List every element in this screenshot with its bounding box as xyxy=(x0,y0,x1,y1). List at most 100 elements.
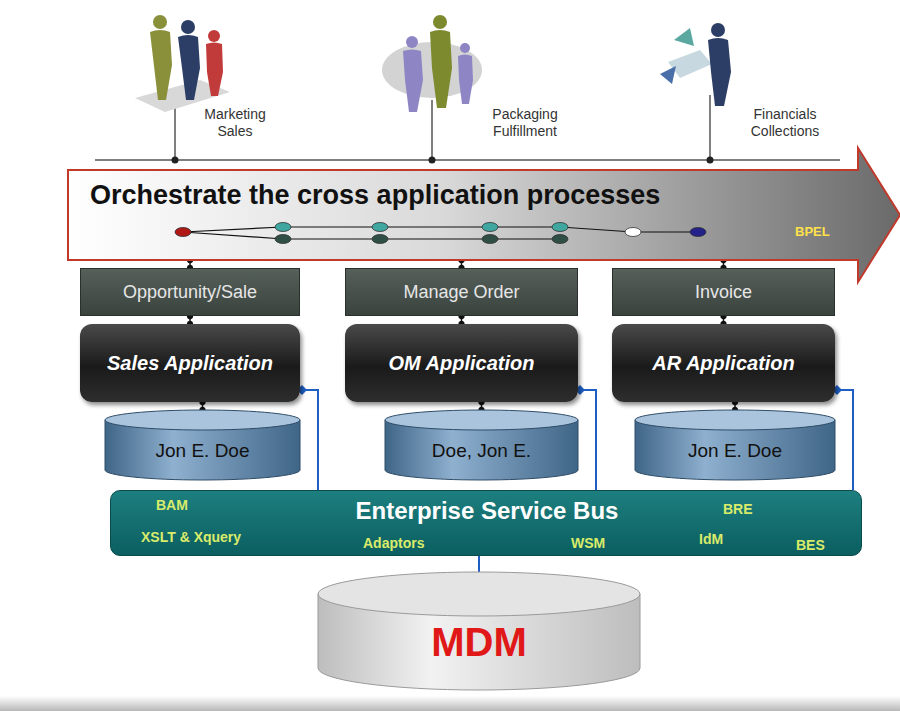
node-label: Manage Order xyxy=(403,282,519,303)
flow-step xyxy=(625,228,641,237)
junction-dot xyxy=(707,157,714,164)
node-label: Doe, Jon E. xyxy=(432,440,531,462)
node-label: AR Application xyxy=(652,352,795,375)
cylinder-top xyxy=(105,410,300,430)
flow-step xyxy=(372,235,388,244)
flow-line xyxy=(560,227,633,232)
flow-step xyxy=(482,235,498,244)
node-label: Opportunity/Sale xyxy=(123,282,257,303)
bottom-shadow xyxy=(0,696,900,711)
flow-line xyxy=(183,227,283,232)
people-icon xyxy=(382,15,482,112)
bus-service-tag: Adaptors xyxy=(363,535,424,551)
flow-step xyxy=(552,223,568,232)
node-label: Jon E. Doe xyxy=(156,440,250,462)
engine-tag: BPEL xyxy=(795,224,830,239)
person-head xyxy=(711,23,725,37)
connector-line xyxy=(189,316,191,324)
connector-line xyxy=(481,402,483,410)
flow-line xyxy=(380,238,490,239)
person-body xyxy=(178,35,200,100)
chart-piece xyxy=(674,28,694,46)
service-link xyxy=(837,390,853,490)
stakeholder-label: Marketing Sales xyxy=(190,106,280,140)
flow-step xyxy=(552,235,568,244)
node-label: MDM xyxy=(431,620,527,665)
database-cylinder: Jon E. Doe xyxy=(635,410,835,480)
application-box: Sales Application xyxy=(80,324,300,402)
node-label: Jon E. Doe xyxy=(688,440,782,462)
flow-line xyxy=(380,226,490,227)
process-box: Opportunity/Sale xyxy=(80,268,300,316)
person-body xyxy=(150,30,172,100)
connector-line xyxy=(461,316,463,324)
database-cylinder: Jon E. Doe xyxy=(105,410,300,480)
bus-service-tag: BES xyxy=(796,537,825,553)
bus-service-tag: IdM xyxy=(699,531,723,547)
band-title: Orchestrate the cross application proces… xyxy=(90,180,660,211)
chart-board xyxy=(668,50,712,78)
person-body xyxy=(458,55,473,105)
service-bus: Enterprise Service BusBAMXSLT & XqueryAd… xyxy=(110,490,862,556)
flow-line xyxy=(183,232,283,239)
person-head xyxy=(208,30,220,42)
application-box: AR Application xyxy=(612,324,835,402)
connector-line xyxy=(734,402,736,410)
process-box: Manage Order xyxy=(345,268,578,316)
stakeholder-label: Financials Collections xyxy=(725,106,845,140)
cylinder-top xyxy=(635,410,835,430)
stakeholder-line xyxy=(95,159,840,161)
flow-line xyxy=(490,226,560,227)
flow-line xyxy=(283,226,380,227)
person-body xyxy=(403,50,423,113)
person-body xyxy=(430,30,452,108)
node-label: Sales Application xyxy=(107,352,273,375)
flow-line xyxy=(633,231,698,232)
flow-line xyxy=(490,238,560,239)
junction-dot xyxy=(172,157,179,164)
cylinder-top xyxy=(385,410,578,430)
flow-step xyxy=(275,235,291,244)
person-head xyxy=(406,36,418,48)
leader-line xyxy=(431,100,433,160)
leader-line xyxy=(709,95,711,160)
person-head xyxy=(460,43,470,53)
bus-service-tag: BRE xyxy=(723,501,753,517)
flow-step xyxy=(482,223,498,232)
person-head xyxy=(181,20,195,34)
connector-line xyxy=(723,316,725,324)
flow-step xyxy=(690,228,706,237)
service-link xyxy=(580,390,596,490)
bus-service-tag: WSM xyxy=(571,535,605,551)
stakeholder-label: Packaging Fulfillment xyxy=(470,106,580,140)
bus-service-tag: XSLT & Xquery xyxy=(141,529,241,545)
connector-line xyxy=(202,402,204,410)
chart-piece xyxy=(660,66,676,84)
flow-line xyxy=(283,238,380,239)
application-box: OM Application xyxy=(345,324,578,402)
person-body xyxy=(206,43,223,97)
flow-step xyxy=(175,228,191,237)
node-label: Invoice xyxy=(695,282,752,303)
mdm-cylinder: MDM xyxy=(318,572,640,690)
connector-line xyxy=(189,260,191,268)
process-band: Orchestrate the cross application proces… xyxy=(68,170,854,260)
connector-line xyxy=(723,260,725,268)
flow-step xyxy=(275,223,291,232)
process-box: Invoice xyxy=(612,268,835,316)
cylinder-top xyxy=(318,572,640,616)
service-link xyxy=(302,390,318,490)
junction-dot xyxy=(429,157,436,164)
arrow-band-shape xyxy=(68,148,900,282)
people-icon xyxy=(660,23,731,106)
person-head xyxy=(153,15,167,29)
connector-line xyxy=(461,260,463,268)
people-icon xyxy=(135,15,230,112)
flow-step xyxy=(372,223,388,232)
node-label: OM Application xyxy=(389,352,535,375)
person-head xyxy=(433,15,447,29)
database-cylinder: Doe, Jon E. xyxy=(385,410,578,480)
person-body xyxy=(708,38,731,106)
bus-service-tag: BAM xyxy=(156,497,188,513)
